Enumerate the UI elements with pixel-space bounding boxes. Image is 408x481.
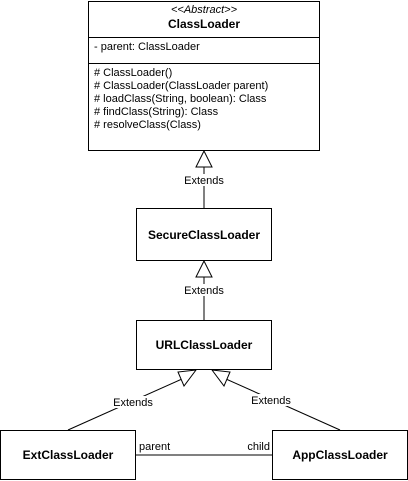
class-name: ClassLoader	[167, 17, 241, 31]
association-label-child: child	[247, 441, 270, 453]
appclassloader-class: AppClassLoader	[272, 430, 408, 480]
inheritance-arrow-ext	[177, 369, 198, 387]
extends-label-url: Extends	[184, 285, 224, 297]
extends-label-secure: Extends	[184, 175, 224, 187]
extends-label-app: Extends	[251, 395, 291, 407]
inheritance-arrow-secure	[195, 149, 213, 168]
method-row: # findClass(String): Class	[94, 106, 219, 118]
classloader-class: <<Abstract>> ClassLoader - parent: Class…	[88, 1, 320, 151]
inheritance-arrow-app	[210, 369, 231, 387]
method-row: # ClassLoader(ClassLoader parent)	[94, 80, 269, 92]
attributes-section: - parent: ClassLoader	[89, 37, 319, 63]
inheritance-arrow-url	[195, 259, 213, 278]
method-row: # resolveClass(Class)	[94, 119, 201, 131]
method-row: # ClassLoader()	[94, 67, 173, 79]
methods-section: # ClassLoader() # ClassLoader(ClassLoade…	[89, 63, 319, 135]
method-row: # loadClass(String, boolean): Class	[94, 93, 267, 105]
association-label-parent: parent	[139, 441, 170, 453]
extclassloader-class: ExtClassLoader	[0, 430, 136, 480]
urlclassloader-class: URLClassLoader	[136, 320, 272, 370]
class-name: ExtClassLoader	[22, 448, 114, 462]
class-stereotype: <<Abstract>>	[170, 4, 238, 16]
class-name: SecureClassLoader	[147, 227, 261, 242]
class-name: URLClassLoader	[155, 338, 253, 352]
class-name: AppClassLoader	[292, 448, 388, 462]
secureclassloader-class: SecureClassLoader	[136, 208, 272, 261]
extends-label-ext: Extends	[113, 397, 153, 409]
attribute-row: - parent: ClassLoader	[94, 41, 200, 53]
